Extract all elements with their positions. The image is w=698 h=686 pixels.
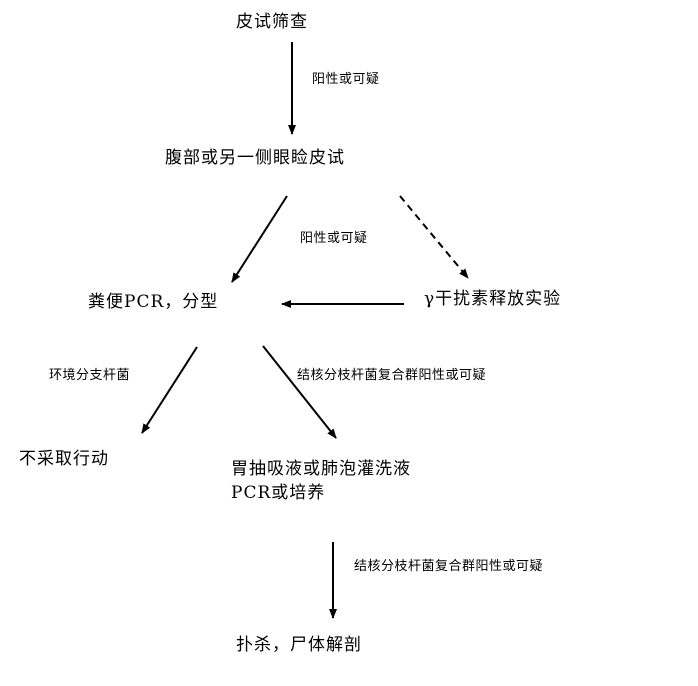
label-mtbc-positive-2: 结核分枝杆菌复合群阳性或可疑 <box>354 559 544 574</box>
node-gastric-bal-line1: 胃抽吸液或肺泡灌洗液 <box>231 459 411 479</box>
node-abdomen-eyelid-test: 腹部或另一侧眼睑皮试 <box>165 148 345 168</box>
label-positive-or-suspect-1: 阳性或可疑 <box>312 72 380 87</box>
node-no-action: 不采取行动 <box>19 449 109 469</box>
label-mtbc-positive-1: 结核分枝杆菌复合群阳性或可疑 <box>297 368 487 383</box>
node-feces-pcr: 粪便PCR，分型 <box>88 292 219 312</box>
arrow-abdomen-test-to-feces-pcr <box>231 195 288 283</box>
node-cull-necropsy: 扑杀，尸体解剖 <box>236 635 362 655</box>
node-ifn-gamma-release-test: γ干扰素释放实验 <box>424 289 562 309</box>
arrow-abdomen-test-to-ifn-gamma-dashed <box>399 195 469 279</box>
arrow-feces-pcr-to-no-action <box>141 346 198 434</box>
arrow-feces-pcr-to-gastric-bal <box>262 345 337 439</box>
label-positive-or-suspect-2: 阳性或可疑 <box>300 231 368 246</box>
node-gastric-bal-line2: PCR或培养 <box>231 483 326 503</box>
label-env-mycobacteria: 环境分支杆菌 <box>49 368 131 383</box>
node-skin-screen: 皮试筛查 <box>236 12 308 32</box>
